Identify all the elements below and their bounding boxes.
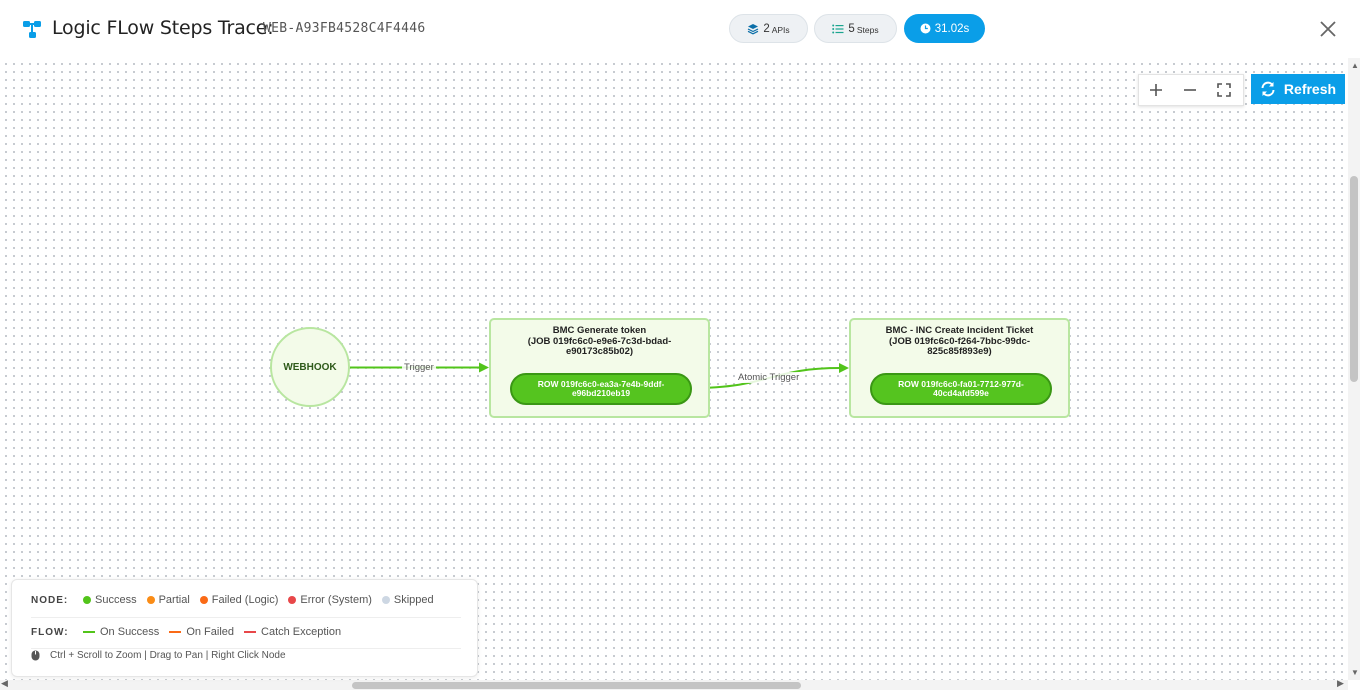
vertical-scroll-thumb[interactable]	[1350, 176, 1358, 382]
success-dot-icon	[83, 596, 91, 604]
legend-hint: Ctrl + Scroll to Zoom | Drag to Pan | Ri…	[31, 650, 286, 661]
mouse-icon	[31, 650, 40, 661]
step-node[interactable]: BMC Generate token (JOB 019fc6c0-e9e6-7c…	[489, 318, 710, 418]
edge-label-trigger: Trigger	[402, 362, 436, 373]
legend-item-label: On Success	[100, 626, 160, 638]
legend-item-label: Error (System)	[300, 594, 372, 606]
exception-line-icon	[244, 631, 257, 633]
duration-badge[interactable]: 31.02s	[904, 14, 985, 43]
list-icon	[832, 24, 844, 33]
success-line-icon	[83, 631, 95, 633]
legend-item: Error (System)	[288, 594, 372, 606]
zoom-out-button[interactable]	[1173, 75, 1207, 105]
legend-item: Partial	[146, 594, 190, 606]
skipped-dot-icon	[381, 596, 390, 604]
step-node[interactable]: BMC - INC Create Incident Ticket (JOB 01…	[849, 318, 1070, 418]
legend-item: Skipped	[381, 594, 434, 606]
minus-icon	[1184, 89, 1196, 91]
clock-icon	[920, 23, 931, 34]
legend-item: On Failed	[169, 626, 234, 638]
legend-item-label: Catch Exception	[261, 626, 342, 638]
flow-logo-icon	[23, 21, 41, 38]
failed-dot-icon	[199, 596, 208, 604]
horizontal-scroll-thumb[interactable]	[352, 682, 801, 689]
legend-node-row: NODE: Success Partial Failed (Logic) Err…	[31, 594, 444, 606]
refresh-label: Refresh	[1283, 81, 1337, 97]
legend-item: Failed (Logic)	[199, 594, 279, 606]
scroll-down-icon[interactable]: ▼	[1351, 668, 1359, 677]
expand-icon	[1217, 83, 1231, 97]
legend-divider	[31, 648, 461, 649]
edge-label-atomic-trigger: Atomic Trigger	[736, 372, 802, 383]
node-row-pill[interactable]: ROW 019fc6c0-fa01-7712-977d-40cd4afd599e	[870, 373, 1052, 405]
apis-count: 2	[763, 22, 770, 35]
node-row-pill[interactable]: ROW 019fc6c0-ea3a-7e4b-9ddf-e96bd210eb19	[510, 373, 692, 405]
error-dot-icon	[288, 596, 297, 604]
legend-item: Catch Exception	[244, 626, 341, 638]
trace-id: WEB-A93FB4528C4F4446	[263, 21, 426, 36]
refresh-button[interactable]: Refresh	[1251, 74, 1345, 104]
legend-item: On Success	[83, 626, 159, 638]
legend-item-label: Success	[95, 594, 137, 606]
node-job-id: (JOB 019fc6c0-e9e6-7c3d-bdad-e90173c85b0…	[527, 335, 672, 357]
node-job-id: (JOB 019fc6c0-f264-7bbc-99dc-825c85f893e…	[889, 335, 1030, 357]
plus-icon	[1150, 84, 1162, 96]
legend-flow-heading: FLOW:	[31, 626, 69, 638]
legend-panel: NODE: Success Partial Failed (Logic) Err…	[11, 579, 478, 677]
legend-item-label: Partial	[158, 594, 190, 606]
zoom-controls	[1138, 74, 1244, 106]
webhook-node[interactable]: WEBHOOK	[270, 327, 350, 407]
scroll-left-icon[interactable]: ◀	[1, 678, 8, 688]
page-title: Logic FLow Steps Trace:	[52, 17, 274, 39]
zoom-in-button[interactable]	[1139, 75, 1173, 105]
legend-item: Success	[83, 594, 137, 606]
fit-view-button[interactable]	[1207, 75, 1241, 105]
legend-flow-row: FLOW: On Success On Failed Catch Excepti…	[31, 626, 351, 638]
steps-count: 5	[848, 22, 855, 35]
legend-node-heading: NODE:	[31, 594, 69, 606]
scroll-up-icon[interactable]: ▲	[1351, 61, 1359, 70]
failed-line-icon	[169, 631, 182, 633]
apis-label: APIs	[771, 24, 790, 35]
legend-divider	[31, 617, 461, 618]
node-title: BMC Generate token	[552, 325, 647, 336]
apis-count-badge[interactable]: 2 APIs	[729, 14, 808, 43]
close-icon[interactable]	[1318, 19, 1338, 39]
layers-icon	[748, 23, 759, 34]
duration-value: 31.02s	[934, 22, 970, 35]
steps-label: Steps	[856, 24, 879, 35]
steps-count-badge[interactable]: 5 Steps	[814, 14, 897, 43]
partial-dot-icon	[146, 596, 155, 604]
modal-header: Logic FLow Steps Trace: WEB-A93FB4528C4F…	[0, 0, 1360, 58]
legend-item-label: Failed (Logic)	[211, 594, 279, 606]
legend-hint-text: Ctrl + Scroll to Zoom | Drag to Pan | Ri…	[50, 650, 286, 661]
legend-item-label: On Failed	[186, 626, 235, 638]
refresh-icon	[1261, 81, 1275, 97]
legend-item-label: Skipped	[393, 594, 434, 606]
scroll-right-icon[interactable]: ▶	[1337, 678, 1344, 688]
node-title: BMC - INC Create Incident Ticket	[885, 325, 1034, 336]
